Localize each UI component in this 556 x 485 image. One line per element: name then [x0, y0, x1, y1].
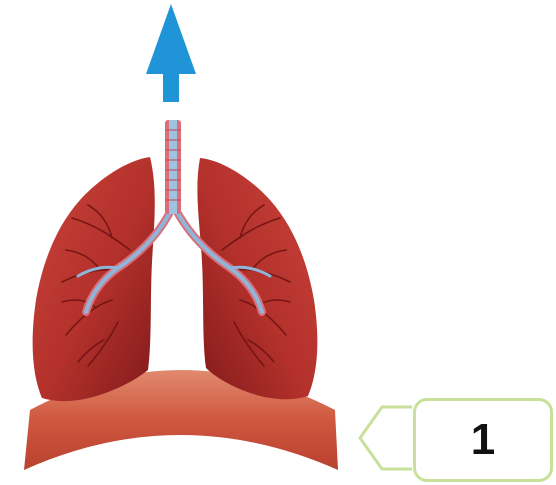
left-lung [33, 157, 155, 401]
trachea [165, 120, 181, 214]
right-lung [197, 158, 317, 399]
label-number: 1 [471, 418, 495, 462]
arrow-up-icon [146, 4, 196, 102]
label-box: 1 [413, 398, 553, 482]
callout-pointer-icon [360, 407, 412, 469]
